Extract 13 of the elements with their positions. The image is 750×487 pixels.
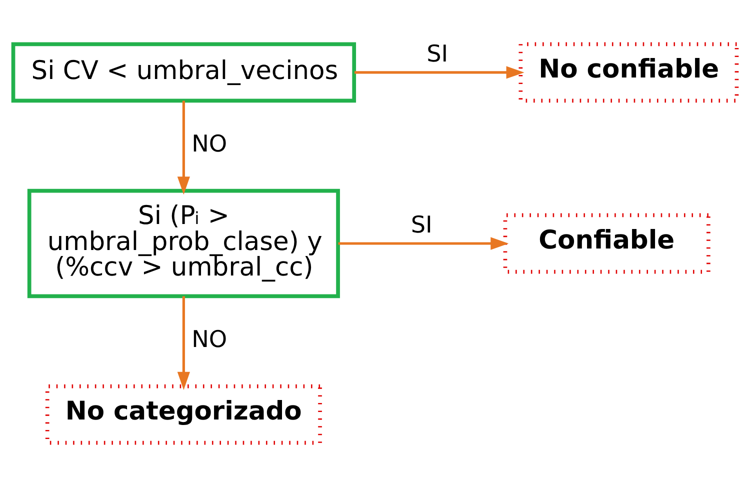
edge-label: NO [192, 326, 228, 353]
arrow [338, 237, 509, 250]
edge-label: SI [426, 41, 448, 68]
edge-label: SI [410, 212, 432, 238]
node-box: Si CV < umbral_vecinos [11, 42, 356, 103]
arrow [177, 296, 190, 390]
arrow [354, 66, 524, 79]
node-box: Si (Pi > umbral_prob_clase) y (%ccv > umbral_cc) [27, 188, 340, 298]
node-box: Confiable [503, 213, 710, 274]
node-box: No confiable [518, 42, 739, 103]
arrow [177, 100, 190, 195]
node-box: No categorizado [45, 384, 322, 445]
edge-label: NO [192, 131, 228, 158]
